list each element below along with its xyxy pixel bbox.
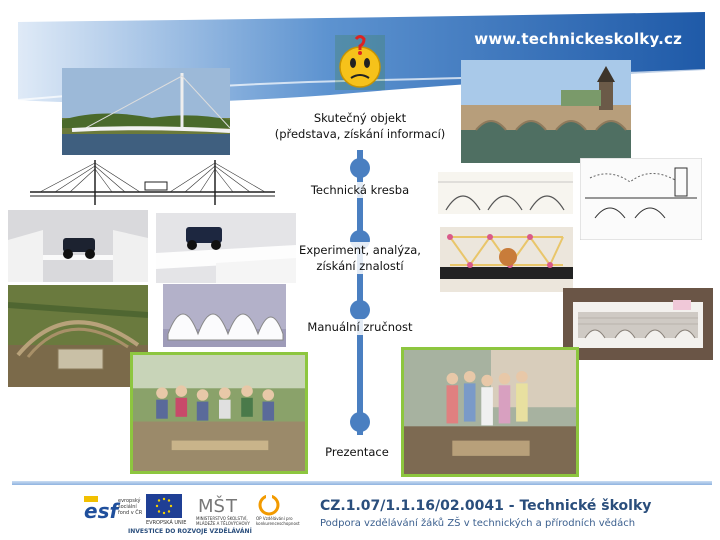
step-label-manual-skill: Manuální zručnost [300, 319, 420, 335]
car-paper-bridge-photo-2 [156, 213, 296, 283]
thinking-smiley-icon [335, 35, 385, 90]
website-url: www.technickeskolky.cz [474, 30, 682, 48]
msmt-logo-caption: MINISTERSTVO ŠKOLSTVÍ, MLÁDEŽE A TĚLOVÝC… [196, 516, 252, 526]
timeline-dot-1 [350, 158, 370, 178]
step-label-line: Prezentace [315, 444, 399, 460]
bridge-sketch-drawing [580, 158, 702, 240]
timeline-dot-4 [350, 412, 370, 432]
investment-slogan: INVESTICE DO ROZVOJE VZDĚLÁVÁNÍ [128, 528, 252, 535]
svg-text:MŠ: MŠ [198, 495, 225, 516]
car-paper-bridge-photo-1 [8, 210, 148, 282]
charles-bridge-photo [461, 60, 631, 163]
svg-text:esf: esf [84, 499, 120, 523]
eu-flag-logo [146, 494, 182, 518]
op-logo-caption: OP Vzdělávání pro konkurenceschopnost [256, 516, 304, 526]
step-label-technical-drawing: Technická kresba [300, 182, 420, 198]
step-label-line: (představa, získání informací) [268, 126, 452, 142]
footer-divider [12, 481, 712, 485]
step-label-real-object: Skutečný objekt (představa, získání info… [268, 110, 452, 142]
bridge-photo-left [62, 68, 230, 155]
esf-logo-caption: evropský sociální fond v ČR [118, 498, 144, 516]
op-logo [258, 494, 280, 516]
arch-drawing-photo [438, 172, 573, 214]
folded-paper-arches-photo [163, 284, 286, 347]
step-label-line: Technická kresba [300, 182, 420, 198]
eu-logo-caption: EVROPSKÁ UNIE [146, 520, 186, 526]
step-label-line: Manuální zručnost [300, 319, 420, 335]
step-label-line: Experiment, analýza, [296, 242, 424, 258]
svg-text:T: T [225, 496, 238, 516]
garden-willow-bridge-photo [8, 285, 148, 387]
step-label-line: získání znalostí [296, 258, 424, 274]
project-code: CZ.1.07/1.1.16/02.0041 - Technické školk… [320, 498, 651, 514]
msmt-logo: MŠ T [196, 494, 244, 516]
step-label-experiment: Experiment, analýza, získání znalostí [296, 242, 424, 274]
stone-bridge-model-photo [563, 288, 713, 360]
children-group-photo-right [401, 347, 579, 477]
timeline-dot-3 [350, 300, 370, 320]
project-subtitle: Podpora vzdělávání žáků ZŠ v technických… [320, 518, 635, 529]
step-label-line: Skutečný objekt [268, 110, 452, 126]
straw-model-photo [440, 227, 573, 292]
bridge-line-drawing [30, 160, 275, 205]
children-group-photo-left [130, 352, 308, 474]
step-label-presentation: Prezentace [315, 444, 399, 460]
